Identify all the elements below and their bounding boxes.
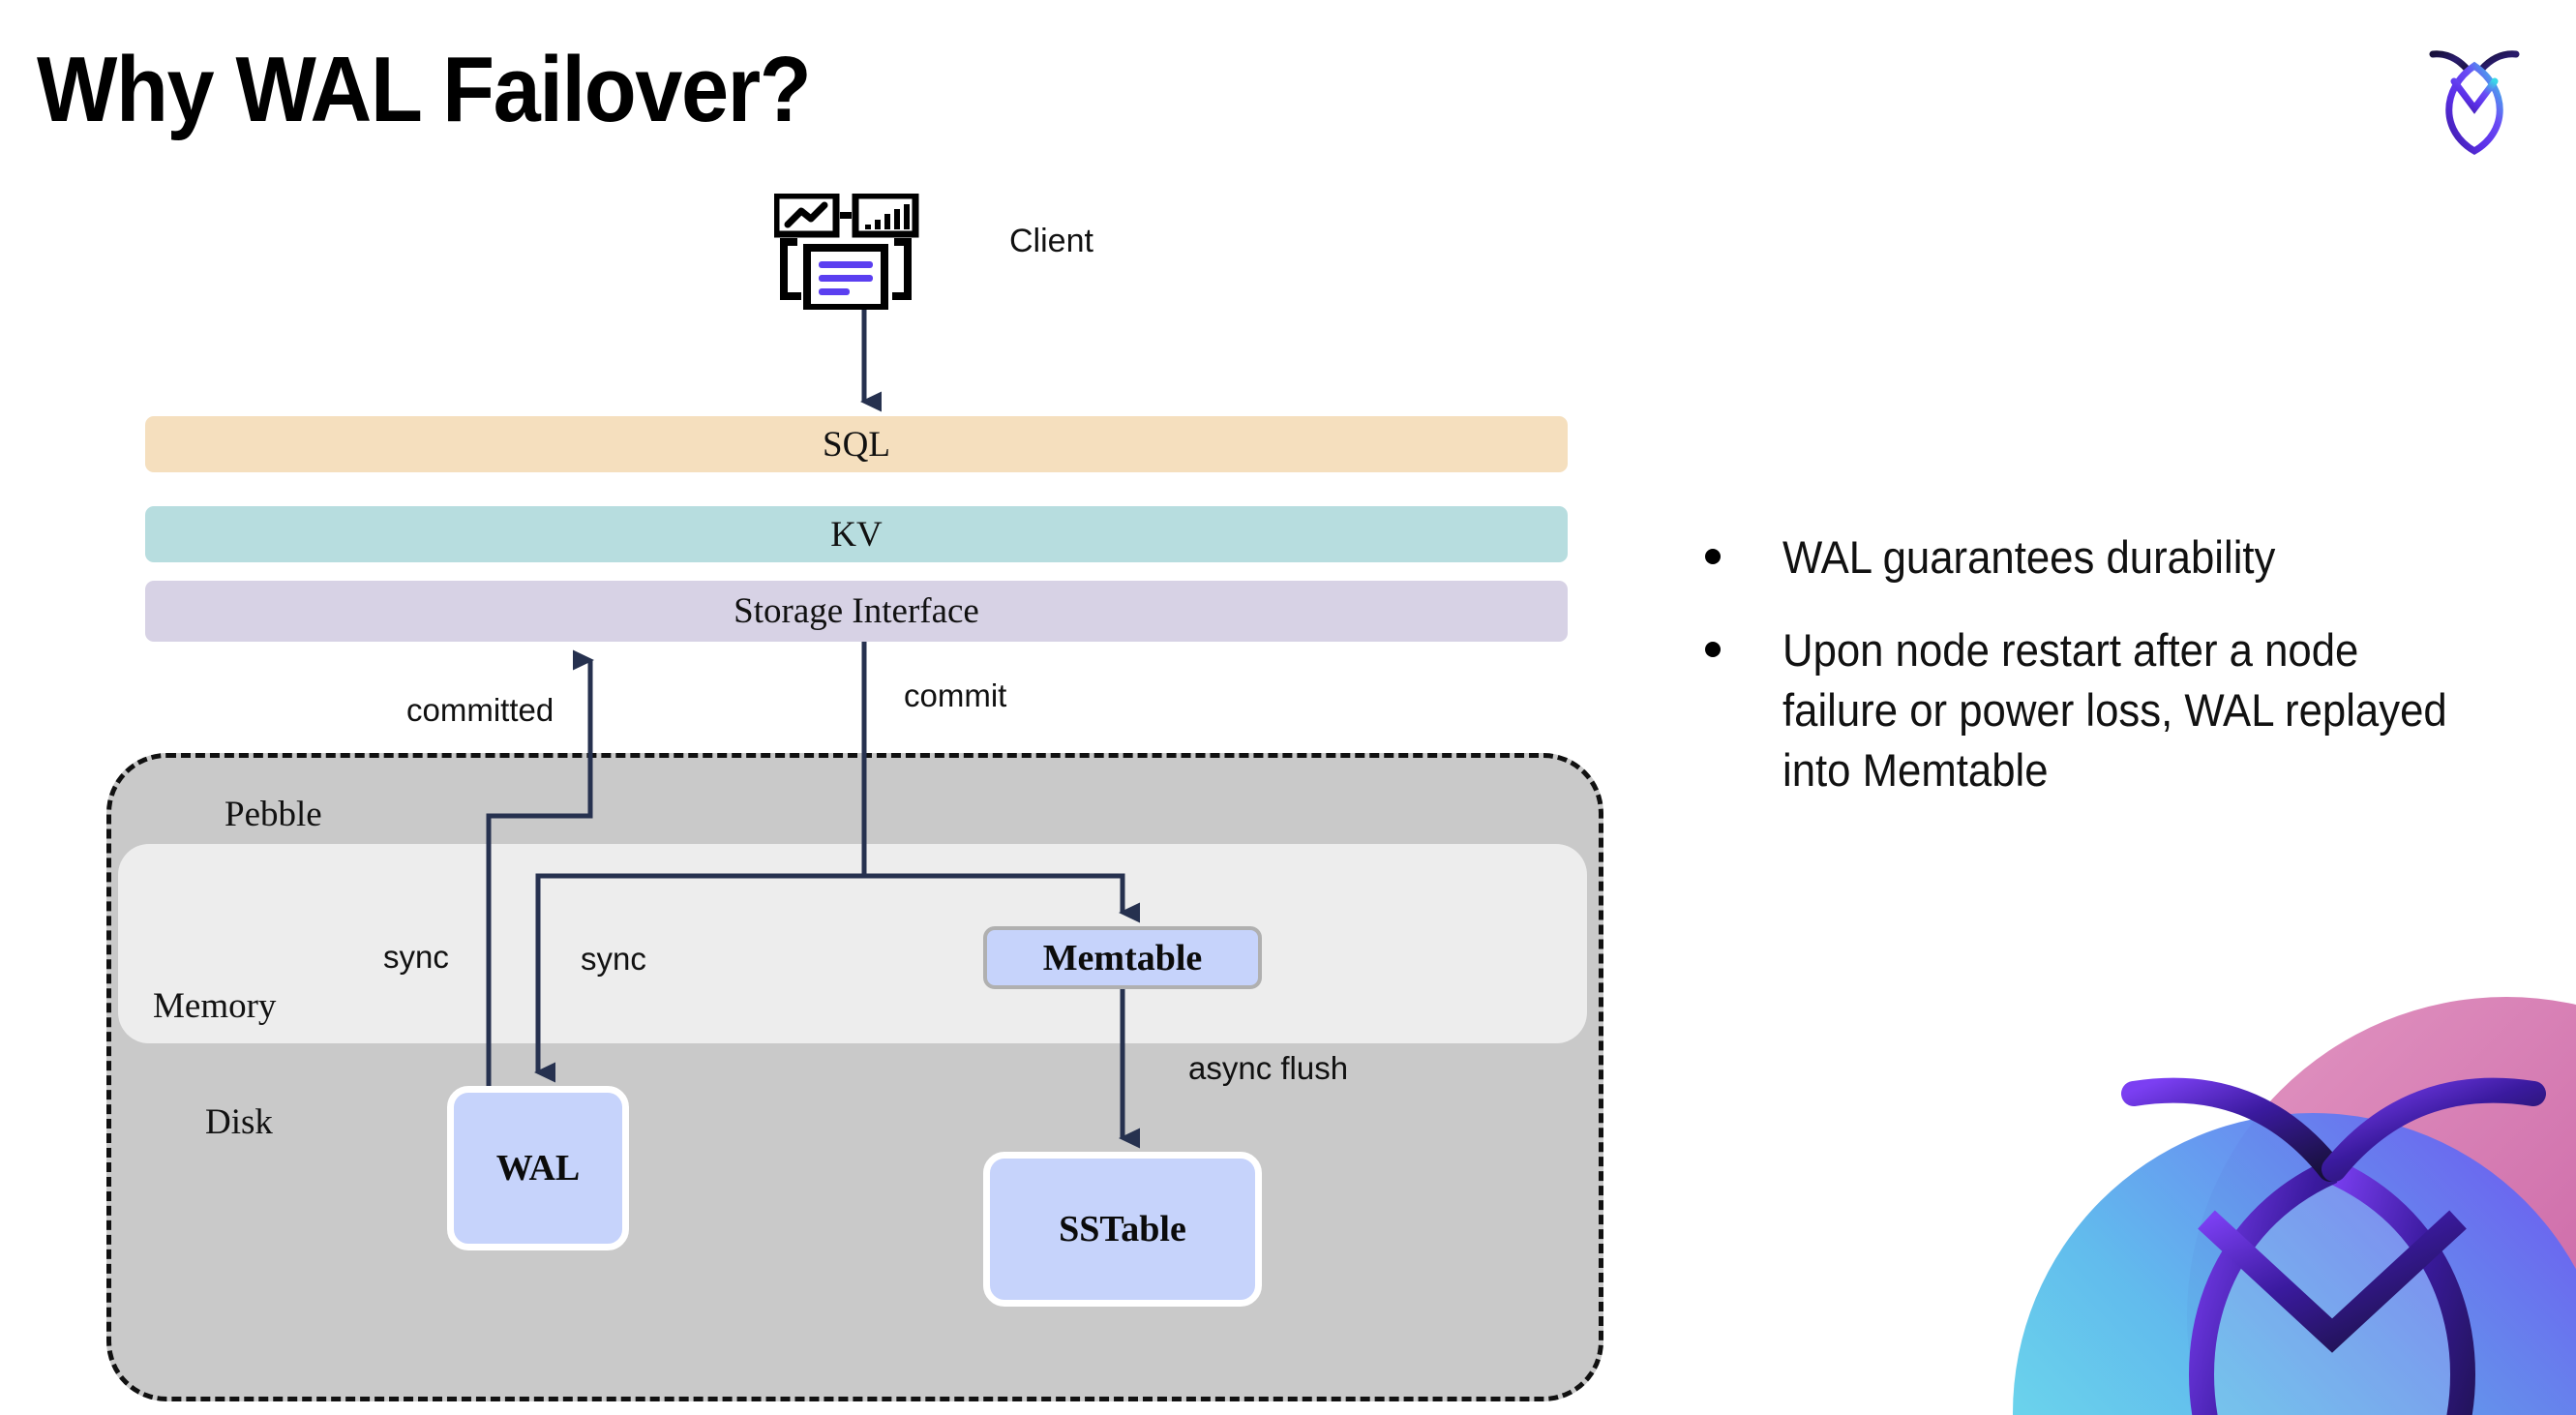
node-wal-label: WAL bbox=[495, 1148, 581, 1189]
edge-label-sync-right: sync bbox=[581, 941, 646, 977]
node-sstable-label: SSTable bbox=[1059, 1209, 1186, 1249]
disk-label: Disk bbox=[205, 1102, 273, 1142]
pebble-label: Pebble bbox=[225, 795, 322, 834]
page-title: Why WAL Failover? bbox=[37, 38, 812, 141]
list-item: WAL guarantees durability bbox=[1705, 527, 2537, 587]
bullet-text: WAL guarantees durability bbox=[1782, 531, 2276, 583]
list-item: Upon node restart after a node failure o… bbox=[1705, 620, 2537, 800]
client-label: Client bbox=[1009, 223, 1093, 259]
cockroach-leaf-watermark-icon bbox=[1964, 929, 2576, 1415]
node-wal: WAL bbox=[447, 1086, 629, 1250]
memory-label: Memory bbox=[153, 986, 277, 1026]
layer-bar-kv-label: KV bbox=[830, 514, 883, 555]
edge-label-sync-left: sync bbox=[383, 939, 449, 975]
bullet-dot-icon bbox=[1705, 549, 1721, 564]
cockroach-leaf-logo-icon bbox=[2411, 31, 2537, 157]
layer-bar-sql-label: SQL bbox=[823, 424, 890, 465]
layer-bar-kv: KV bbox=[145, 506, 1568, 562]
edge-label-committed: committed bbox=[406, 692, 554, 728]
bullet-dot-icon bbox=[1705, 642, 1721, 658]
layer-bar-storage-interface: Storage Interface bbox=[145, 581, 1568, 642]
edge-label-async-flush: async flush bbox=[1188, 1050, 1349, 1086]
layer-bar-sql: SQL bbox=[145, 416, 1568, 472]
bullet-text: Upon node restart after a node failure o… bbox=[1782, 624, 2447, 797]
node-memtable: Memtable bbox=[983, 926, 1262, 989]
node-memtable-label: Memtable bbox=[1042, 937, 1203, 978]
bullet-list: WAL guarantees durability Upon node rest… bbox=[1705, 527, 2537, 833]
layer-bar-storage-label: Storage Interface bbox=[734, 591, 979, 631]
memory-band bbox=[118, 844, 1587, 1043]
node-sstable: SSTable bbox=[983, 1152, 1262, 1307]
edge-label-commit: commit bbox=[904, 677, 1007, 713]
client-dashboard-icon bbox=[772, 192, 929, 312]
